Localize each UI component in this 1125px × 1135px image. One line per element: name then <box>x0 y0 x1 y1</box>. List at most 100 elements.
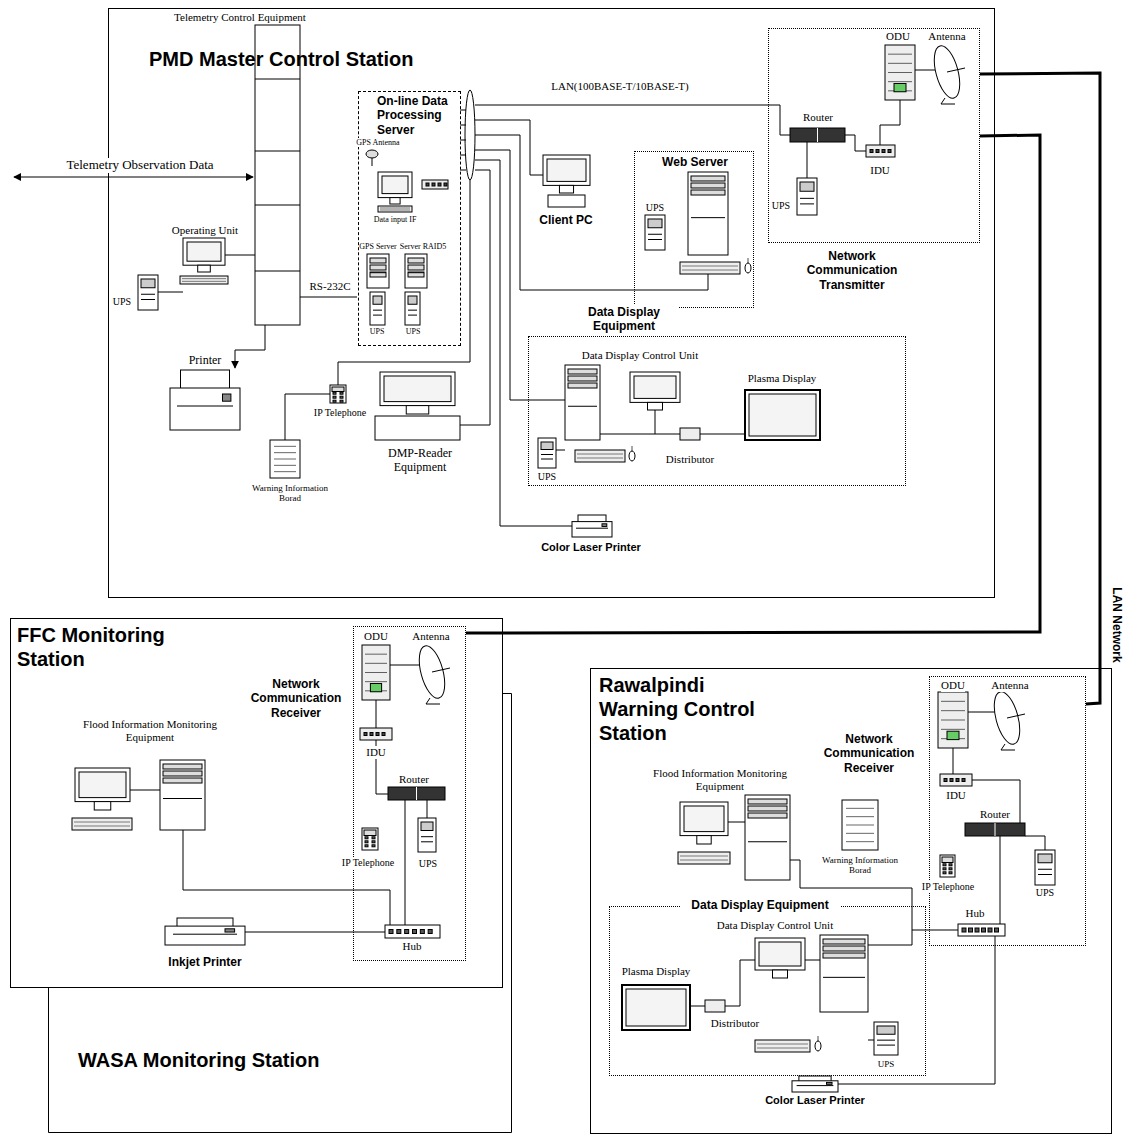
network-label: LAN Network <box>1109 587 1123 662</box>
device-part <box>866 145 895 157</box>
wire <box>941 710 965 711</box>
device-part <box>372 845 375 847</box>
device-part <box>141 279 155 288</box>
group-title: Network Communication Receiver <box>242 677 350 720</box>
wire <box>941 729 965 730</box>
device-part <box>823 939 865 944</box>
wire <box>416 787 417 800</box>
device-part <box>575 450 625 462</box>
label-holder: GPS Antenna <box>356 138 399 147</box>
device-part <box>559 185 573 193</box>
wire <box>757 1044 808 1045</box>
device-part <box>602 524 607 527</box>
label-holder: Color Laser Printer <box>765 1094 865 1107</box>
device-part <box>438 183 441 186</box>
equipment-label: GPS Antenna <box>356 138 399 147</box>
equipment-label: DMP-Reader Equipment <box>365 447 475 475</box>
wire <box>1007 714 1025 718</box>
device-part <box>820 935 868 1012</box>
device-part <box>823 953 865 958</box>
device-part <box>942 857 953 863</box>
device-part <box>163 771 202 776</box>
device-part <box>362 645 390 700</box>
label-holder: Hub <box>403 940 422 953</box>
label-holder: UPS <box>406 327 421 336</box>
equipment-label: Client PC <box>539 214 592 228</box>
wire <box>941 720 965 721</box>
wire <box>370 272 386 273</box>
device-part <box>390 198 400 204</box>
device-part <box>792 1081 838 1092</box>
device-part <box>705 1000 725 1012</box>
wire <box>380 208 410 209</box>
wire <box>947 68 965 72</box>
device-part <box>962 928 966 932</box>
wire <box>300 297 357 298</box>
device-part <box>842 800 878 850</box>
wire <box>1025 836 1045 850</box>
device-part <box>885 45 915 100</box>
wire <box>408 272 424 273</box>
equipment-label: Color Laser Printer <box>541 541 641 554</box>
device-part <box>382 733 385 736</box>
label-holder: ODU <box>364 630 388 643</box>
device-part <box>333 392 336 394</box>
equipment-label: Router <box>399 773 429 786</box>
wire <box>141 294 155 295</box>
group-title: Web Server <box>635 155 755 169</box>
label-holder: IDU <box>366 746 386 759</box>
device-part <box>797 178 817 215</box>
wire <box>460 170 490 425</box>
wire <box>941 701 965 702</box>
device-part <box>568 376 597 381</box>
device-part <box>372 837 375 839</box>
wire <box>846 833 874 834</box>
label-holder: Plasma Display <box>748 372 817 385</box>
label-holder: UPS <box>646 202 664 214</box>
equipment-label: Hub <box>403 940 422 953</box>
device-part <box>547 159 586 181</box>
label-holder: Distributor <box>711 1017 759 1030</box>
equipment-label: UPS <box>406 327 421 336</box>
device-part <box>330 385 346 403</box>
device-part <box>428 930 432 934</box>
device-part <box>565 365 600 440</box>
wire <box>405 800 406 925</box>
device-part <box>691 176 725 181</box>
wire <box>846 808 874 809</box>
equipment-group: Network Communication Transmitter <box>768 28 980 243</box>
device-part <box>680 428 700 440</box>
device-part <box>370 258 386 263</box>
device-part <box>372 841 375 843</box>
equipment-label: RS-232C <box>310 280 351 293</box>
device-part <box>225 929 235 932</box>
device-part <box>163 764 202 769</box>
wire <box>1038 874 1052 875</box>
equipment-label: Data input IF <box>374 215 417 224</box>
wire <box>255 271 300 272</box>
wire <box>245 932 385 933</box>
wire <box>682 270 738 271</box>
wire <box>182 281 226 282</box>
device-part <box>373 296 382 304</box>
device-part <box>165 926 245 945</box>
device-part <box>622 985 690 1030</box>
device-part <box>1035 850 1055 885</box>
device-part <box>364 830 376 836</box>
device-part <box>405 930 409 934</box>
wire <box>915 70 935 71</box>
device-part <box>568 369 597 374</box>
equipment-label: Telemetry Control Equipment <box>174 11 306 24</box>
wire <box>800 198 814 199</box>
label-holder: UPS <box>772 200 790 212</box>
device-part <box>370 733 373 736</box>
device-part <box>365 841 368 843</box>
device-part <box>876 150 879 153</box>
wire <box>995 823 996 836</box>
device-part <box>634 376 676 398</box>
wire <box>748 841 787 842</box>
wire <box>577 458 623 459</box>
device-part <box>405 254 427 288</box>
equipment-label: UPS <box>1036 887 1054 899</box>
antenna-dish <box>989 689 1024 747</box>
